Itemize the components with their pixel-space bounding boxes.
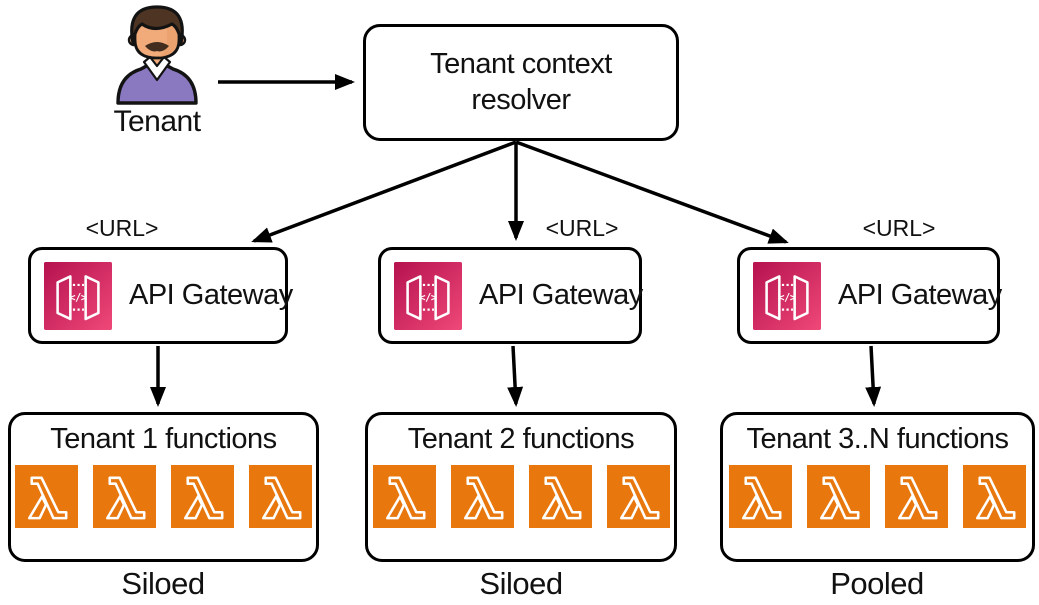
tenant-2-functions-box: Tenant 2 functions <box>365 412 677 562</box>
tenant-1-functions-box: Tenant 1 functions <box>8 412 319 562</box>
mode-label-siloed-1: Siloed <box>121 566 205 601</box>
tenant-actor-label: Tenant <box>113 105 201 138</box>
lambda-icon-row <box>723 465 1032 528</box>
lambda-icon <box>15 465 78 528</box>
svg-text:</>: </> <box>419 293 436 304</box>
person-icon <box>116 5 198 105</box>
api-gateway-icon: </> <box>44 261 112 330</box>
lambda-icon <box>729 465 792 528</box>
api-gateway-icon: </> <box>394 261 462 330</box>
mode-label-siloed-2: Siloed <box>479 566 563 601</box>
lambda-icon <box>807 465 870 528</box>
lambda-icon <box>528 465 592 528</box>
url-label-3: <URL> <box>862 215 936 241</box>
lambda-icon <box>249 465 312 528</box>
tenant-3n-functions-box: Tenant 3..N functions <box>720 412 1035 562</box>
lambda-icon <box>963 465 1026 528</box>
svg-text:</>: </> <box>69 293 86 304</box>
lambda-icon-row <box>11 465 316 528</box>
api-gateway-icon: </> <box>753 261 821 330</box>
resolver-label: Tenant context resolver <box>430 48 612 116</box>
tenant-context-resolver-box: Tenant context resolver <box>363 24 679 141</box>
url-label-1: <URL> <box>85 215 159 241</box>
arrow-gateway-3-to-functions-3 <box>865 345 882 407</box>
arrow-resolver-to-gateway-1 <box>251 140 517 243</box>
svg-text:</>: </> <box>778 293 795 304</box>
api-gateway-box-3: </> API Gateway <box>737 247 1002 344</box>
lambda-icon <box>606 465 670 528</box>
lambda-icon <box>372 465 436 528</box>
lambda-icon <box>171 465 234 528</box>
lambda-icon-row <box>368 465 674 528</box>
functions-box-title: Tenant 2 functions <box>407 423 635 455</box>
functions-box-title: Tenant 1 functions <box>50 423 277 455</box>
mode-label-pooled: Pooled <box>830 566 924 601</box>
api-gateway-label: API Gateway <box>129 279 293 311</box>
api-gateway-box-2: </> API Gateway <box>378 247 643 344</box>
functions-box-title: Tenant 3..N functions <box>746 423 1009 455</box>
api-gateway-label: API Gateway <box>838 279 1002 311</box>
arrow-gateway-2-to-functions-2 <box>507 345 524 407</box>
api-gateway-label: API Gateway <box>479 279 643 311</box>
lambda-icon <box>93 465 156 528</box>
url-label-2: <URL> <box>545 215 619 241</box>
lambda-icon <box>885 465 948 528</box>
api-gateway-box-1: </> API Gateway <box>28 247 293 344</box>
lambda-icon <box>450 465 514 528</box>
